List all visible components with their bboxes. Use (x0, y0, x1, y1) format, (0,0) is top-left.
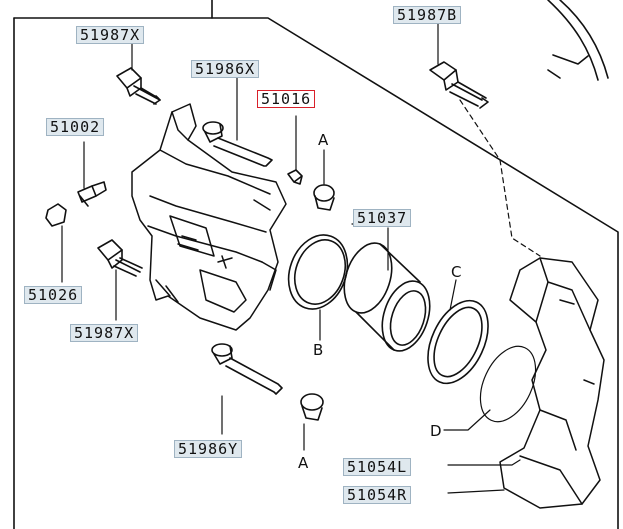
bolt-51987b (429, 61, 489, 109)
guide-pin-51986x (202, 121, 273, 167)
caliper-support-51054 (499, 257, 605, 509)
callout-c: C (451, 263, 462, 281)
piston-51037 (343, 242, 431, 352)
callout-a-bottom: A (298, 454, 309, 472)
bolt-51987x-top (116, 67, 161, 105)
bleeder-cap-51026 (45, 203, 67, 227)
seal-d (479, 345, 537, 423)
cap-51016 (287, 169, 303, 185)
frame-outline (13, 17, 619, 529)
bolt-51987x-lower (97, 239, 143, 277)
part-label-51016[interactable]: 51016 (257, 90, 316, 108)
caliper-body (131, 103, 287, 331)
boot-a-top (313, 184, 335, 211)
dust-boot-c (427, 299, 489, 385)
part-label-51002[interactable]: 51002 (46, 118, 105, 136)
callout-b: B (313, 341, 324, 359)
boot-a-bottom (300, 393, 324, 421)
bleeder-screw-51002 (77, 181, 107, 207)
part-label-51986x[interactable]: 51986X (191, 60, 260, 78)
part-label-51054l[interactable]: 51054L (343, 458, 412, 476)
part-label-51986y[interactable]: 51986Y (174, 440, 243, 458)
part-label-51037[interactable]: 51037 (353, 209, 412, 227)
brake-rotor-arc (547, 0, 599, 81)
part-label-51054r[interactable]: 51054R (343, 486, 412, 504)
part-label-51987x-lower[interactable]: 51987X (70, 324, 139, 342)
callout-a-top: A (318, 131, 329, 149)
seal-ring-b (287, 234, 349, 310)
callout-d: D (430, 422, 442, 440)
part-label-51026[interactable]: 51026 (24, 286, 83, 304)
leader-lines (61, 23, 541, 494)
guide-pin-51986y (211, 343, 283, 395)
part-label-51987x-top[interactable]: 51987X (76, 26, 145, 44)
part-label-51987b[interactable]: 51987B (393, 6, 462, 24)
